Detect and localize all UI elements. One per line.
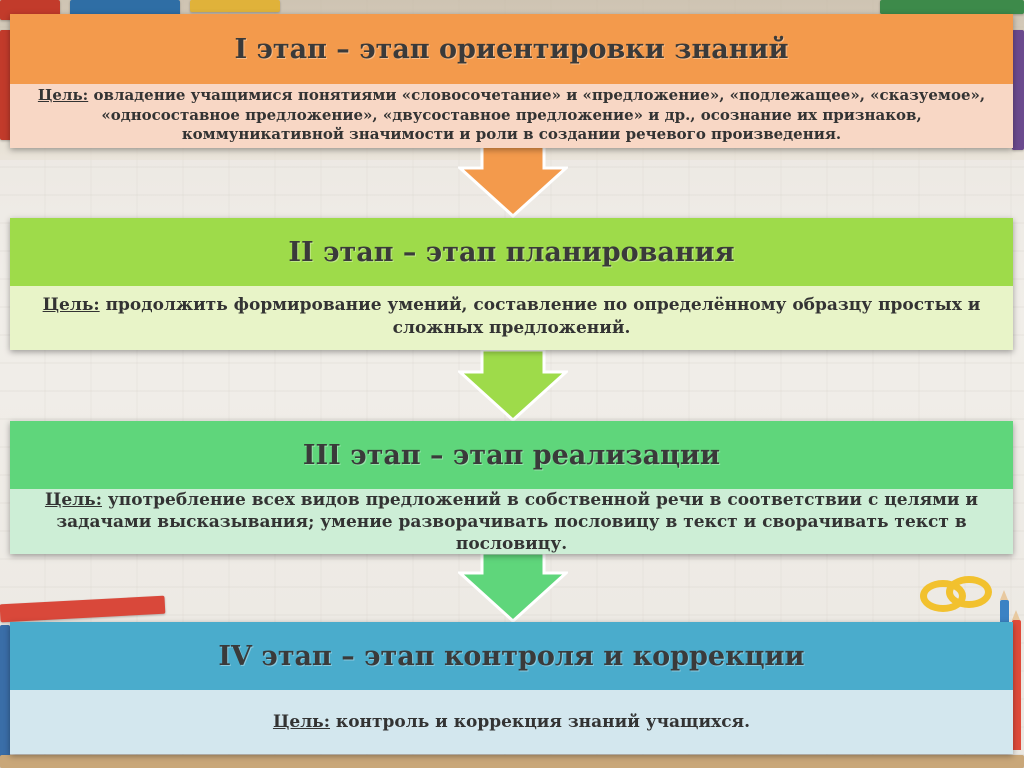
background-book — [190, 0, 280, 12]
stage-title: II этап – этап планирования — [10, 218, 1013, 286]
background-book — [1012, 30, 1024, 150]
stage-block-1: I этап – этап ориентировки знаний Цель: … — [10, 14, 1013, 148]
arrow-down-icon — [458, 553, 568, 623]
arrow-2 — [458, 350, 568, 422]
background-book — [0, 755, 1024, 768]
stage-block-2: II этап – этап планирования Цель: продол… — [10, 218, 1013, 350]
arrow-down-icon — [458, 146, 568, 218]
stage-title: III этап – этап реализации — [10, 421, 1013, 489]
pencil-decoration — [1012, 610, 1021, 750]
stage-goal: Цель: овладение учащимися понятиями «сло… — [10, 84, 1013, 148]
background-book — [880, 0, 1024, 14]
background-book — [0, 30, 12, 140]
background-book — [0, 625, 10, 765]
goal-label: Цель: — [272, 712, 330, 732]
goal-text: употребление всех видов предложений в со… — [56, 490, 979, 554]
stage-title: I этап – этап ориентировки знаний — [10, 14, 1013, 84]
arrow-down-icon — [458, 350, 568, 422]
scissors-decoration — [946, 576, 992, 608]
stage-goal: Цель: продолжить формирование умений, со… — [10, 286, 1013, 350]
stage-block-4: IV этап – этап контроля и коррекции Цель… — [10, 622, 1013, 754]
goal-label: Цель: — [42, 295, 100, 315]
stage-goal: Цель: контроль и коррекция знаний учащих… — [10, 690, 1013, 754]
stage-title: IV этап – этап контроля и коррекции — [10, 622, 1013, 690]
goal-text: продолжить формирование умений, составле… — [99, 295, 981, 338]
goal-label: Цель: — [37, 86, 89, 104]
goal-label: Цель: — [44, 490, 102, 510]
stage-block-3: III этап – этап реализации Цель: употреб… — [10, 421, 1013, 554]
goal-text: овладение учащимися понятиями «словосоче… — [88, 86, 986, 143]
arrow-1 — [458, 146, 568, 218]
goal-text: контроль и коррекция знаний учащихся. — [330, 712, 751, 732]
background-book — [70, 0, 180, 16]
arrow-3 — [458, 553, 568, 623]
stage-goal: Цель: употребление всех видов предложени… — [10, 489, 1013, 554]
